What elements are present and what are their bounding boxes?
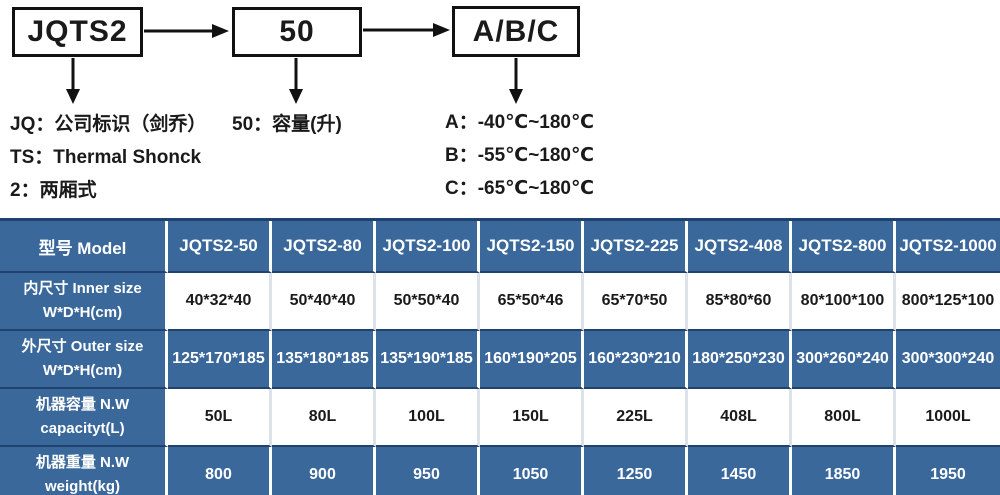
spec-value-cell: 160*190*205 xyxy=(480,331,584,389)
spec-value-cell: 40*32*40 xyxy=(168,273,272,331)
spec-value-cell: 65*70*50 xyxy=(584,273,688,331)
table-row-inner-size: 内尺寸 Inner size W*D*H(cm) 40*32*40 50*40*… xyxy=(0,273,1000,331)
spec-value-cell: 900 xyxy=(272,447,376,495)
row-label: 内尺寸 Inner size W*D*H(cm) xyxy=(0,273,168,331)
legend-line-ts: TS：Thermal Shonck xyxy=(10,147,202,168)
legend-line-c: C：-65℃~180℃ xyxy=(445,178,594,199)
spec-value-cell: 1450 xyxy=(688,447,792,495)
spec-value-cell: 1950 xyxy=(896,447,1000,495)
spec-value-cell: 800L xyxy=(792,389,896,447)
spec-value-cell: 225L xyxy=(584,389,688,447)
legend-line-50: 50：容量(升) xyxy=(232,114,342,135)
spec-value-cell: 1050 xyxy=(480,447,584,495)
column-header: JQTS2-408 xyxy=(688,221,792,273)
model-code-box: JQTS2 xyxy=(12,7,143,57)
table-row-capacity: 机器容量 N.W capacityt(L) 50L 80L 100L 150L … xyxy=(0,389,1000,447)
row-label: 机器重量 N.W weight(kg) xyxy=(0,447,168,495)
spec-value-cell: 135*190*185 xyxy=(376,331,480,389)
row-label-en: capacityt(L) xyxy=(40,420,125,437)
legend-line-jq: JQ：公司标识（剑乔） xyxy=(10,114,207,135)
spec-value-cell: 65*50*46 xyxy=(480,273,584,331)
spec-value-cell: 80L xyxy=(272,389,376,447)
row-label-zh: 外尺寸 Outer size xyxy=(21,338,144,355)
model-code-legend: JQ：公司标识（剑乔） TS：Thermal Shonck 2：两厢式 xyxy=(10,108,206,207)
column-header-model: 型号 Model xyxy=(0,221,168,273)
column-header: JQTS2-50 xyxy=(168,221,272,273)
column-header: JQTS2-225 xyxy=(584,221,688,273)
table-row-outer-size: 外尺寸 Outer size W*D*H(cm) 125*170*185 135… xyxy=(0,331,1000,389)
row-label-en: W*D*H(cm) xyxy=(42,304,123,321)
spec-value-cell: 180*250*230 xyxy=(688,331,792,389)
spec-value-cell: 1850 xyxy=(792,447,896,495)
spec-value-cell: 100L xyxy=(376,389,480,447)
table-row-weight: 机器重量 N.W weight(kg) 800 900 950 1050 125… xyxy=(0,447,1000,495)
spec-value-cell: 408L xyxy=(688,389,792,447)
spec-value-cell: 1250 xyxy=(584,447,688,495)
spec-table: 型号 Model JQTS2-50 JQTS2-80 JQTS2-100 JQT… xyxy=(0,218,1000,495)
spec-value-cell: 125*170*185 xyxy=(168,331,272,389)
spec-value-cell: 160*230*210 xyxy=(584,331,688,389)
column-header: JQTS2-150 xyxy=(480,221,584,273)
spec-value-cell: 85*80*60 xyxy=(688,273,792,331)
spec-value-cell: 50L xyxy=(168,389,272,447)
spec-value-cell: 135*180*185 xyxy=(272,331,376,389)
capacity-code-legend: 50：容量(升) xyxy=(232,108,342,141)
spec-value-cell: 300*260*240 xyxy=(792,331,896,389)
capacity-code-box: 50 xyxy=(232,7,362,57)
temp-range-legend: A：-40℃~180℃ B：-55℃~180℃ C：-65℃~180℃ xyxy=(445,106,594,205)
row-label-en: weight(kg) xyxy=(45,478,120,495)
legend-line-2: 2：两厢式 xyxy=(10,180,97,201)
flowchart-arrows xyxy=(66,23,523,104)
column-header: JQTS2-80 xyxy=(272,221,376,273)
legend-line-a: A：-40℃~180℃ xyxy=(445,112,594,133)
spec-value-cell: 300*300*240 xyxy=(896,331,1000,389)
row-label-zh: 内尺寸 Inner size xyxy=(23,280,142,297)
legend-line-b: B：-55℃~180℃ xyxy=(445,145,594,166)
spec-value-cell: 50*50*40 xyxy=(376,273,480,331)
column-header: JQTS2-800 xyxy=(792,221,896,273)
row-label-zh: 机器容量 N.W xyxy=(35,396,130,413)
row-label-zh: 机器重量 N.W xyxy=(35,454,130,471)
spec-value-cell: 800*125*100 xyxy=(896,273,1000,331)
column-header: JQTS2-1000 xyxy=(896,221,1000,273)
table-header-row: 型号 Model JQTS2-50 JQTS2-80 JQTS2-100 JQT… xyxy=(0,221,1000,273)
spec-value-cell: 50*40*40 xyxy=(272,273,376,331)
spec-value-cell: 80*100*100 xyxy=(792,273,896,331)
temp-range-code-box: A/B/C xyxy=(452,6,580,57)
column-header: JQTS2-100 xyxy=(376,221,480,273)
spec-value-cell: 950 xyxy=(376,447,480,495)
spec-value-cell: 800 xyxy=(168,447,272,495)
spec-value-cell: 1000L xyxy=(896,389,1000,447)
row-label-en: W*D*H(cm) xyxy=(42,362,123,379)
row-label: 外尺寸 Outer size W*D*H(cm) xyxy=(0,331,168,389)
row-label: 机器容量 N.W capacityt(L) xyxy=(0,389,168,447)
spec-value-cell: 150L xyxy=(480,389,584,447)
